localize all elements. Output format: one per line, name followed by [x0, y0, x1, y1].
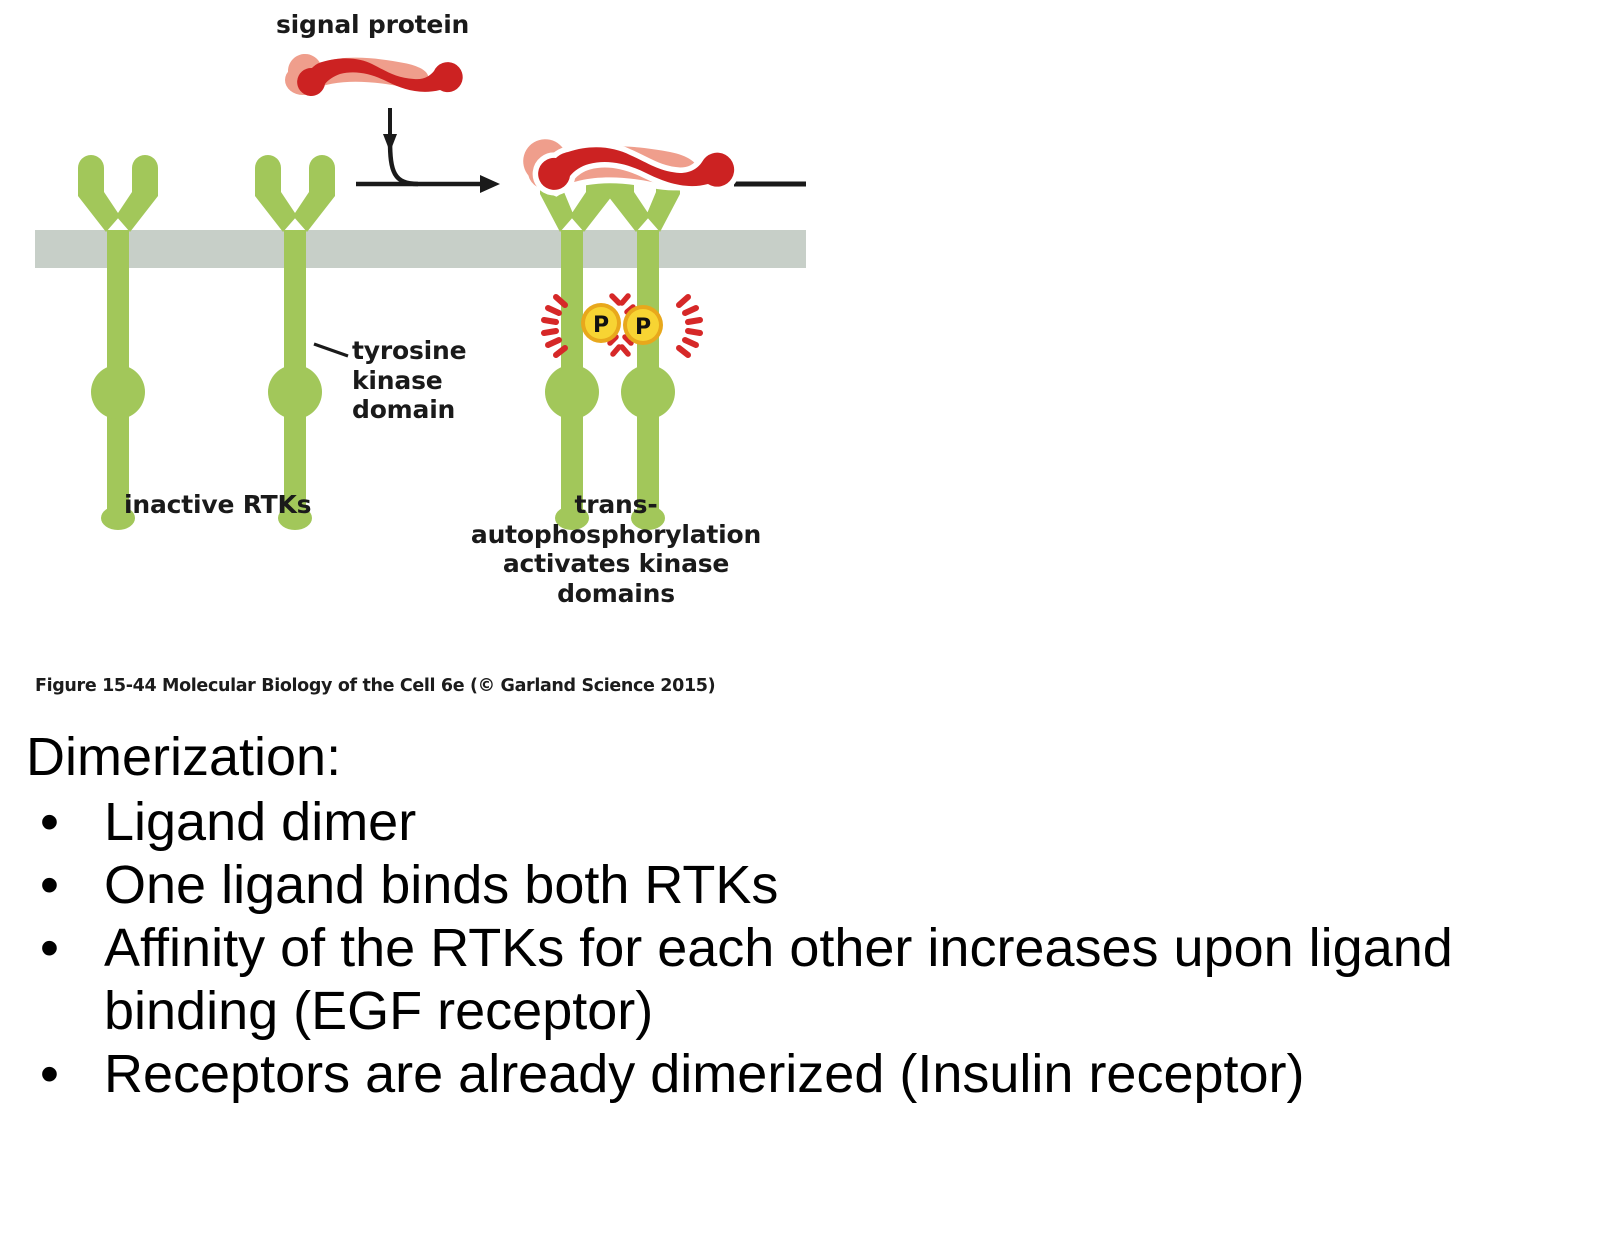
page-title: Dimerization:	[26, 727, 342, 787]
list-item-text: Ligand dimer	[104, 792, 417, 853]
rtk-diagram-svg: P P	[35, 54, 806, 530]
inactive-rtks-label: inactive RTKs	[124, 490, 312, 519]
list-item-text: One ligand binds both RTKs	[104, 855, 779, 916]
list-item-text: Affinity of the RTKs for each other incr…	[104, 917, 1453, 1041]
bullet-point-icon: •	[40, 792, 59, 853]
signal-protein-label: signal protein	[276, 10, 470, 39]
rtk-activation-figure: P P signal protein tyrosine kinase domai…	[0, 0, 806, 640]
phosphate-group-right	[623, 305, 663, 345]
reaction-arrow	[356, 108, 500, 193]
tyrosine-label-leader-line	[313, 342, 349, 358]
bullet-point-icon: •	[40, 917, 59, 978]
slide-body: Dimerization: • Ligand dimer • One ligand b…	[26, 726, 1602, 1106]
bullet-list: • Ligand dimer • One ligand binds both RTKs…	[26, 791, 1602, 1106]
list-item: • Affinity of the RTKs for each other inc…	[26, 917, 1602, 1043]
inactive-rtk-left	[78, 155, 158, 530]
figure-caption: Figure 15-44 Molecular Biology of the Ce…	[35, 676, 716, 696]
list-item: • One ligand binds both RTKs	[26, 854, 1602, 917]
list-item: • Receptors are already dimerized (Insuli…	[26, 1043, 1602, 1106]
bullet-point-icon: •	[40, 855, 59, 916]
signal-protein-ligand	[285, 54, 463, 96]
phosphate-group-left	[581, 303, 621, 343]
inactive-rtk-right	[255, 155, 335, 530]
bullet-point-icon: •	[40, 1043, 59, 1104]
list-item: • Ligand dimer	[26, 791, 1602, 854]
bound-signal-protein	[517, 133, 740, 197]
phosphate-label-right: P	[635, 315, 651, 340]
activation-rays-right	[676, 294, 703, 358]
plasma-membrane	[35, 230, 806, 268]
trans-autophosphorylation-label: trans- autophosphorylation activates kin…	[470, 490, 762, 608]
phosphate-label-left: P	[593, 313, 609, 338]
list-item-text: Receptors are already dimerized (Insulin…	[104, 1043, 1305, 1104]
activation-rays-left	[541, 294, 568, 358]
tyrosine-kinase-domain-label: tyrosine kinase domain	[352, 336, 467, 424]
